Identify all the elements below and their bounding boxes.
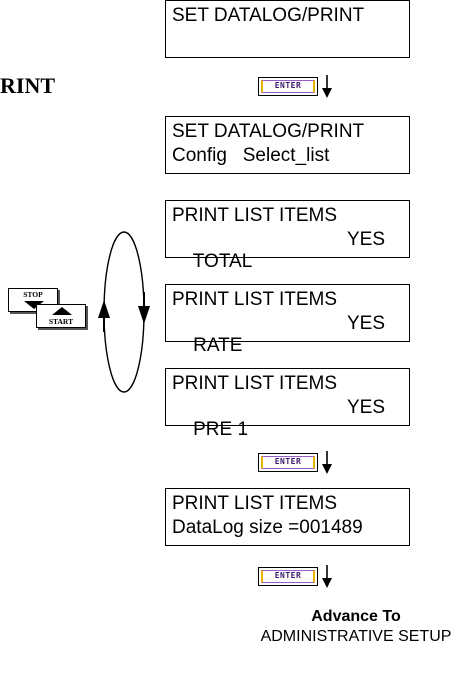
advance-title: Advance To	[311, 608, 401, 625]
lcd-line-2: Config Select_list	[172, 145, 330, 166]
down-arrow-icon	[322, 75, 332, 98]
down-arrow-icon	[322, 565, 332, 588]
lcd-line-1: SET DATALOG/PRINT	[172, 121, 365, 142]
stop-arrow-down-icon	[24, 301, 44, 309]
lcd-line-1: PRINT LIST ITEMS	[172, 373, 338, 394]
advance-target: ADMINISTRATIVE SETUP	[260, 628, 452, 645]
item-value: YES	[346, 229, 385, 250]
section-title-fragment: RINT	[0, 73, 56, 98]
lcd-screen-datalog-size: PRINT LIST ITEMS DataLog size =001489	[165, 488, 410, 546]
item-name: PRE 1	[193, 419, 249, 440]
enter-key-label: ENTER	[274, 457, 302, 466]
lcd-line-2: DataLog size =001489	[172, 517, 363, 538]
lcd-line-1: PRINT LIST ITEMS	[172, 289, 338, 310]
lcd-screen-print-pre1: PRINT LIST ITEMS PRE 1 YES	[165, 368, 410, 440]
lcd-line-2: TOTAL YES	[172, 229, 403, 272]
stop-start-keys: STOP START	[8, 288, 88, 330]
start-arrow-up-icon	[52, 307, 72, 315]
lcd-screen-set-datalog: SET DATALOG/PRINT	[165, 0, 410, 58]
start-key-label: START	[48, 317, 74, 326]
item-name: TOTAL	[192, 251, 253, 272]
enter-key-label: ENTER	[274, 81, 302, 90]
enter-step-1: ENTER	[258, 75, 338, 99]
lcd-line-2: RATE YES	[172, 313, 403, 356]
lcd-screen-print-rate: PRINT LIST ITEMS RATE YES	[165, 284, 410, 356]
enter-key-label: ENTER	[274, 571, 302, 580]
start-key-icon[interactable]: START	[36, 304, 86, 328]
lcd-screen-print-total: PRINT LIST ITEMS TOTAL YES	[165, 200, 410, 272]
enter-key-icon[interactable]: ENTER	[258, 77, 318, 96]
enter-key-icon[interactable]: ENTER	[258, 453, 318, 472]
lcd-line-1: SET DATALOG/PRINT	[172, 5, 365, 26]
stop-key-label: STOP	[23, 290, 43, 299]
down-arrow-icon	[322, 451, 332, 474]
enter-key-icon[interactable]: ENTER	[258, 567, 318, 586]
enter-step-2: ENTER	[258, 451, 338, 475]
scroll-loop-icon	[98, 231, 150, 393]
item-name: RATE	[193, 335, 243, 356]
lcd-line-1: PRINT LIST ITEMS	[172, 205, 338, 226]
lcd-line-2	[172, 29, 403, 51]
lcd-line-1: PRINT LIST ITEMS	[172, 493, 338, 514]
item-value: YES	[346, 397, 385, 418]
item-value: YES	[346, 313, 385, 334]
lcd-line-2: PRE 1 YES	[172, 397, 403, 440]
lcd-screen-config-select-list: SET DATALOG/PRINT Config Select_list	[165, 116, 410, 174]
enter-step-3: ENTER	[258, 565, 338, 589]
